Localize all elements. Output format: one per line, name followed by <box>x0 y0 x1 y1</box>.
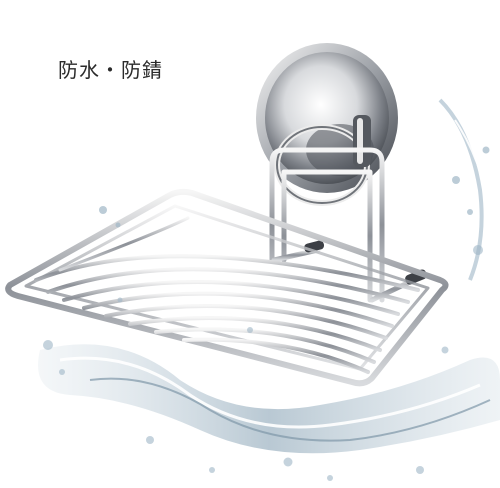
feature-caption: 防水・防錆 <box>58 58 163 82</box>
water-splash <box>38 98 500 481</box>
suction-cup <box>256 43 398 206</box>
wire-tray <box>5 188 449 387</box>
